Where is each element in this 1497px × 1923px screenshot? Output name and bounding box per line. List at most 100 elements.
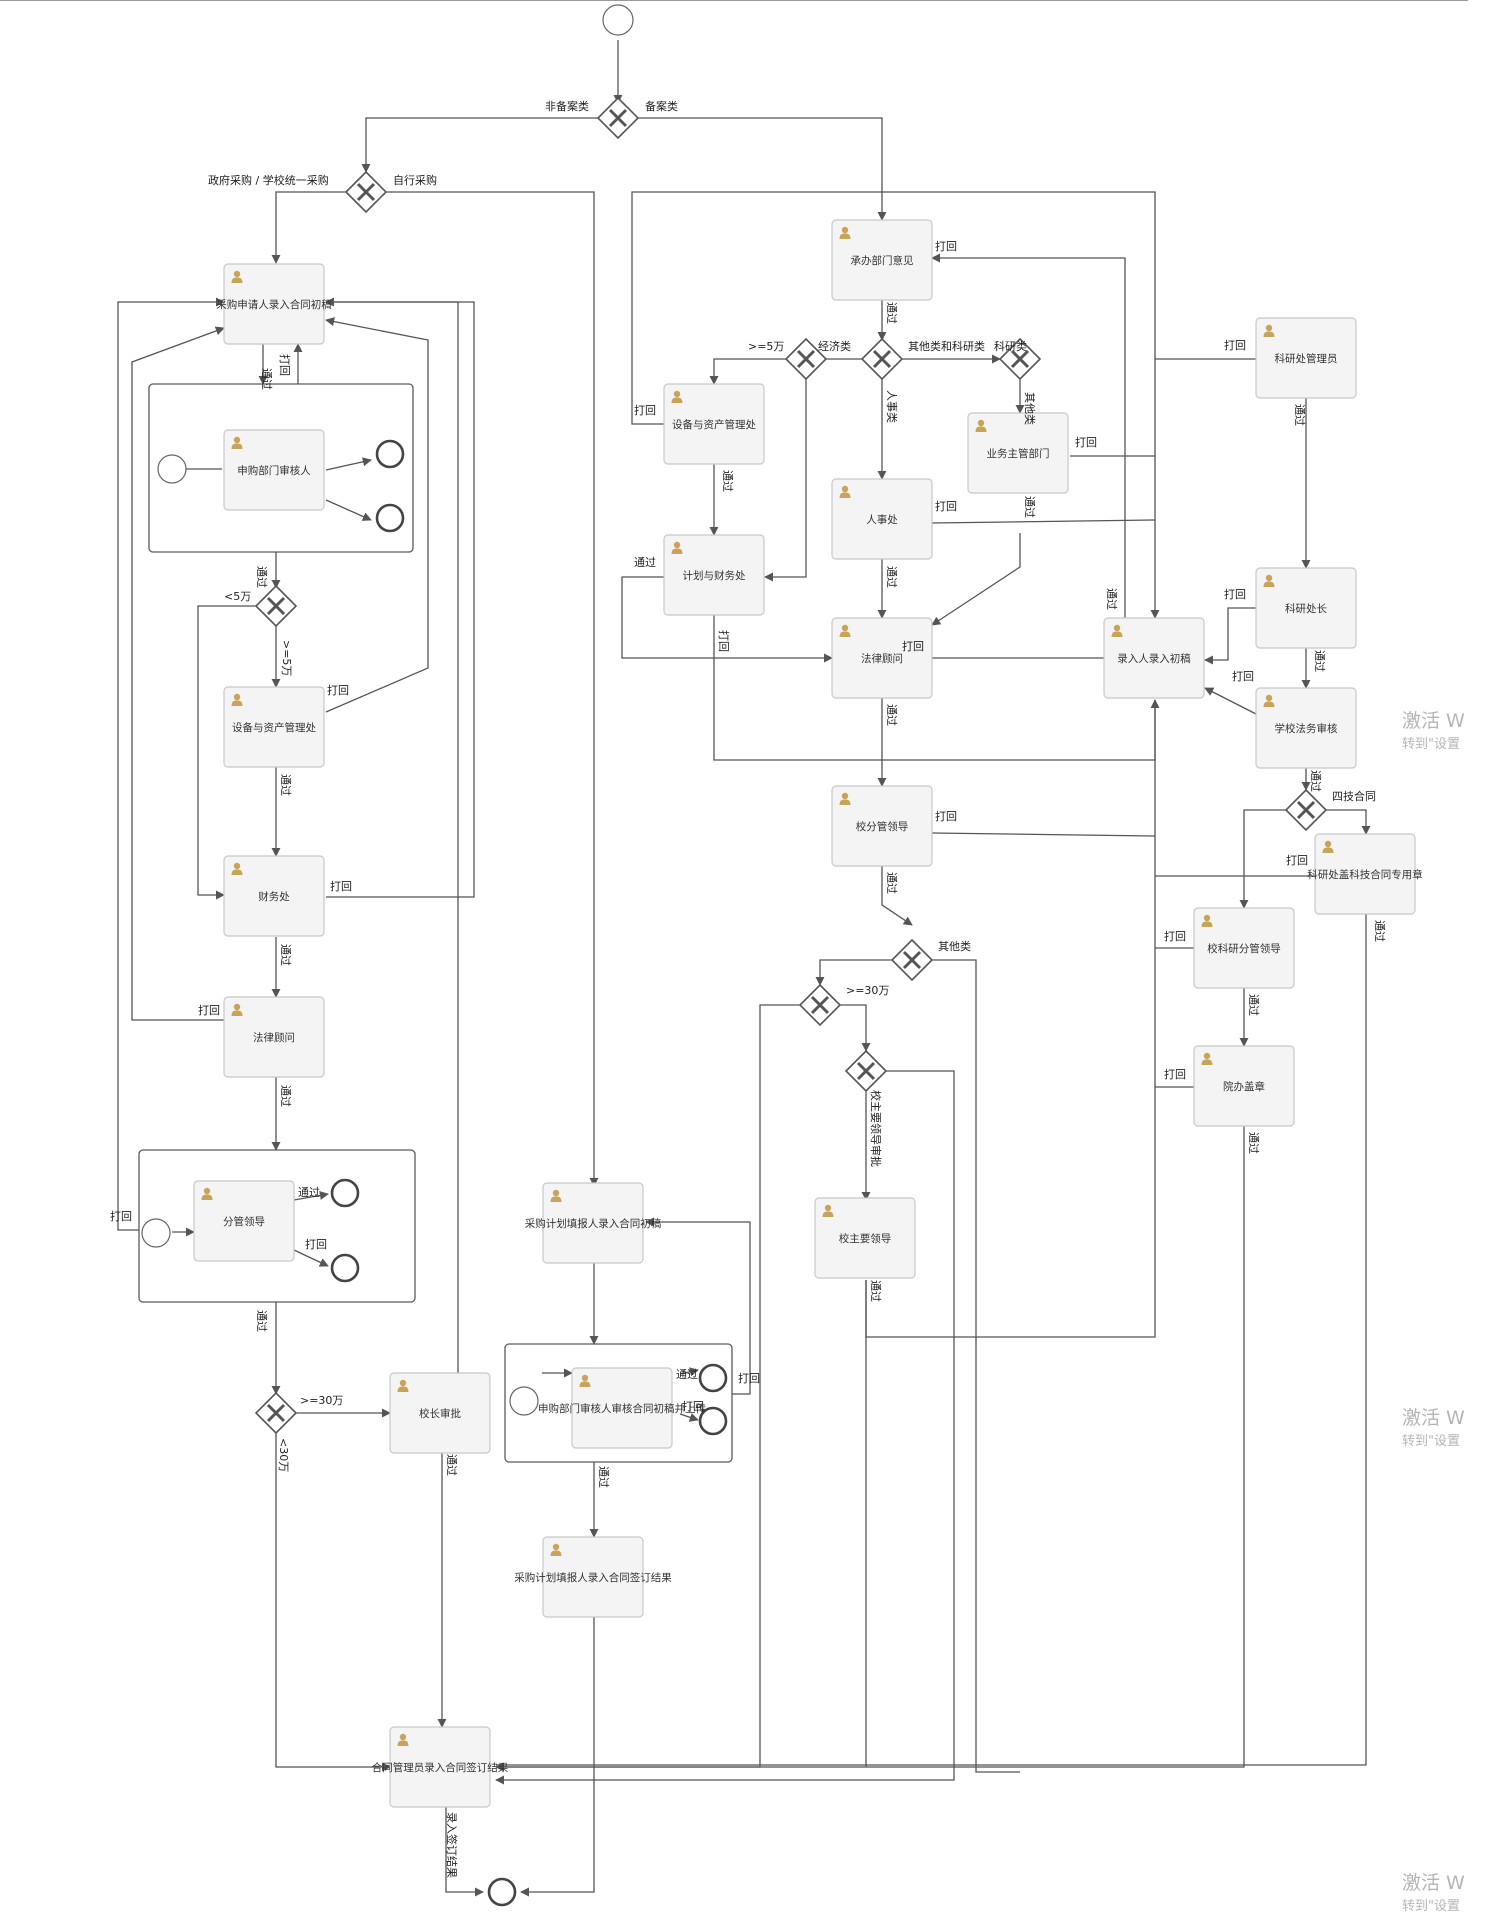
flow-label: 通过 [445, 1454, 458, 1476]
flow-label: 打回 [1224, 338, 1246, 352]
flow-label: 打回 [634, 403, 656, 417]
task-label: 科研处管理员 [1275, 352, 1338, 365]
task-t11[interactable]: 采购计划填报人录入合同签订结果 [514, 1536, 672, 1618]
flow-label: 通过 [279, 1085, 292, 1107]
task-t23[interactable]: 学校法务审核 [1255, 687, 1357, 769]
task-t17[interactable]: 法律顾问 [831, 617, 933, 699]
task-t12[interactable]: 承办部门意见 [831, 219, 933, 301]
task-t22[interactable]: 录入人录入初稿 [1103, 617, 1205, 699]
task-label: 法律顾问 [253, 1031, 295, 1044]
task-t24[interactable]: 科研处盖科技合同专用章 [1307, 833, 1423, 915]
task-t7[interactable]: 校长审批 [389, 1372, 491, 1454]
task-t10[interactable]: 申购部门审核人审核合同初稿并上传 [538, 1367, 706, 1449]
task-label: 校主要领导 [839, 1232, 892, 1245]
task-label: 科研处长 [1285, 602, 1327, 615]
task-label: 法律顾问 [861, 652, 903, 665]
flow-label: >=5万 [748, 340, 784, 353]
task-label: 分管领导 [223, 1215, 265, 1228]
task-t18[interactable]: 校分管领导 [831, 785, 933, 867]
flow-label: 其他类 [1023, 392, 1037, 425]
end-event-sub3-a [698, 1363, 728, 1393]
task-label: 业务主管部门 [987, 447, 1050, 460]
task-label: 申购部门审核人 [237, 464, 311, 477]
start-event-sub3 [509, 1386, 539, 1416]
flow-label: 通过 [597, 1466, 610, 1488]
task-t15[interactable]: 人事处 [831, 478, 933, 560]
flow-label: 人事类 [885, 390, 899, 423]
end-event-sub1-b [375, 503, 405, 533]
flow-label: 通过 [1247, 994, 1260, 1016]
task-t8[interactable]: 合同管理员录入合同签订结果 [372, 1726, 509, 1808]
flow-label: >=5万 [280, 640, 293, 676]
flow-label: 打回 [738, 1371, 760, 1385]
flow-label: 通过 [885, 704, 898, 726]
flow-label: 打回 [278, 354, 292, 376]
exclusive-gateway-icon [596, 96, 640, 140]
start-event-sub2 [141, 1218, 171, 1248]
task-label: 采购申请人录入合同初稿 [216, 298, 332, 311]
flow-label: 自行采购 [393, 173, 437, 187]
task-t9[interactable]: 采购计划填报人录入合同初稿 [525, 1182, 662, 1264]
flow-label: >=30万 [300, 1394, 343, 1407]
flow-label: 打回 [1232, 669, 1254, 683]
task-label: 录入人录入初稿 [1117, 652, 1191, 665]
flow-label: 打回 [110, 1209, 132, 1223]
task-label: 科研处盖科技合同专用章 [1307, 868, 1423, 881]
flow-label: <5万 [224, 590, 251, 603]
flow-label: 打回 [1224, 587, 1246, 601]
task-t19[interactable]: 校主要领导 [814, 1197, 916, 1279]
flow-label: 打回 [717, 630, 731, 652]
flow-label: 科研类 [994, 339, 1027, 353]
flow-label: 通过 [885, 566, 898, 588]
flow-label: 打回 [305, 1237, 327, 1251]
flow-label: 通过 [885, 872, 898, 894]
flow-label: 打回 [330, 879, 352, 893]
end-event-sub1-a [375, 439, 405, 469]
task-t5[interactable]: 法律顾问 [223, 996, 325, 1078]
exclusive-gateway-icon [784, 337, 828, 381]
flow-label: 通过 [279, 944, 292, 966]
end-event-sub3-b [698, 1406, 728, 1436]
task-t13[interactable]: 设备与资产管理处 [663, 383, 765, 465]
flow-label: 通过 [676, 1368, 698, 1381]
task-t20[interactable]: 科研处管理员 [1255, 317, 1357, 399]
task-t4[interactable]: 财务处 [223, 855, 325, 937]
task-t25[interactable]: 校科研分管领导 [1193, 907, 1295, 989]
flow-label: 通过 [869, 1280, 882, 1302]
flow-label: 通过 [1373, 920, 1386, 942]
task-label: 采购计划填报人录入合同初稿 [525, 1217, 662, 1230]
flow-label: >=30万 [846, 984, 889, 997]
flow-label: 通过 [634, 556, 656, 569]
end-event-sub2-b [330, 1253, 360, 1283]
task-t6[interactable]: 分管领导 [193, 1180, 295, 1262]
flow-label: 校主要领导审批 [869, 1090, 883, 1167]
task-t1[interactable]: 采购申请人录入合同初稿 [216, 263, 332, 345]
flow-label: 政府采购 / 学校统一采购 [208, 173, 329, 187]
flow-label: 通过 [1105, 588, 1118, 610]
flow-label: 打回 [902, 639, 924, 653]
flow-label: 通过 [1247, 1132, 1260, 1154]
task-label: 学校法务审核 [1275, 722, 1338, 735]
flow-label: 通过 [721, 470, 734, 492]
flow-label: 通过 [279, 774, 292, 796]
task-t16[interactable]: 业务主管部门 [967, 412, 1069, 494]
flow-label: 通过 [298, 1186, 320, 1199]
flow-label: 非备案类 [545, 99, 589, 113]
task-t2[interactable]: 申购部门审核人 [223, 429, 325, 511]
task-label: 计划与财务处 [683, 569, 746, 582]
task-t26[interactable]: 院办盖章 [1193, 1045, 1295, 1127]
task-t3[interactable]: 设备与资产管理处 [223, 686, 325, 768]
task-t21[interactable]: 科研处长 [1255, 567, 1357, 649]
exclusive-gateway-icon [860, 337, 904, 381]
task-t14[interactable]: 计划与财务处 [663, 534, 765, 616]
exclusive-gateway-icon [254, 584, 298, 628]
task-label: 设备与资产管理处 [232, 721, 316, 734]
exclusive-gateway-icon [798, 983, 842, 1027]
task-label: 申购部门审核人审核合同初稿并上传 [538, 1402, 706, 1415]
task-label: 采购计划填报人录入合同签订结果 [514, 1571, 672, 1584]
flow-label: 其他类和科研类 [908, 339, 985, 353]
flow-label: 打回 [198, 1003, 220, 1017]
exclusive-gateway-icon [890, 938, 934, 982]
